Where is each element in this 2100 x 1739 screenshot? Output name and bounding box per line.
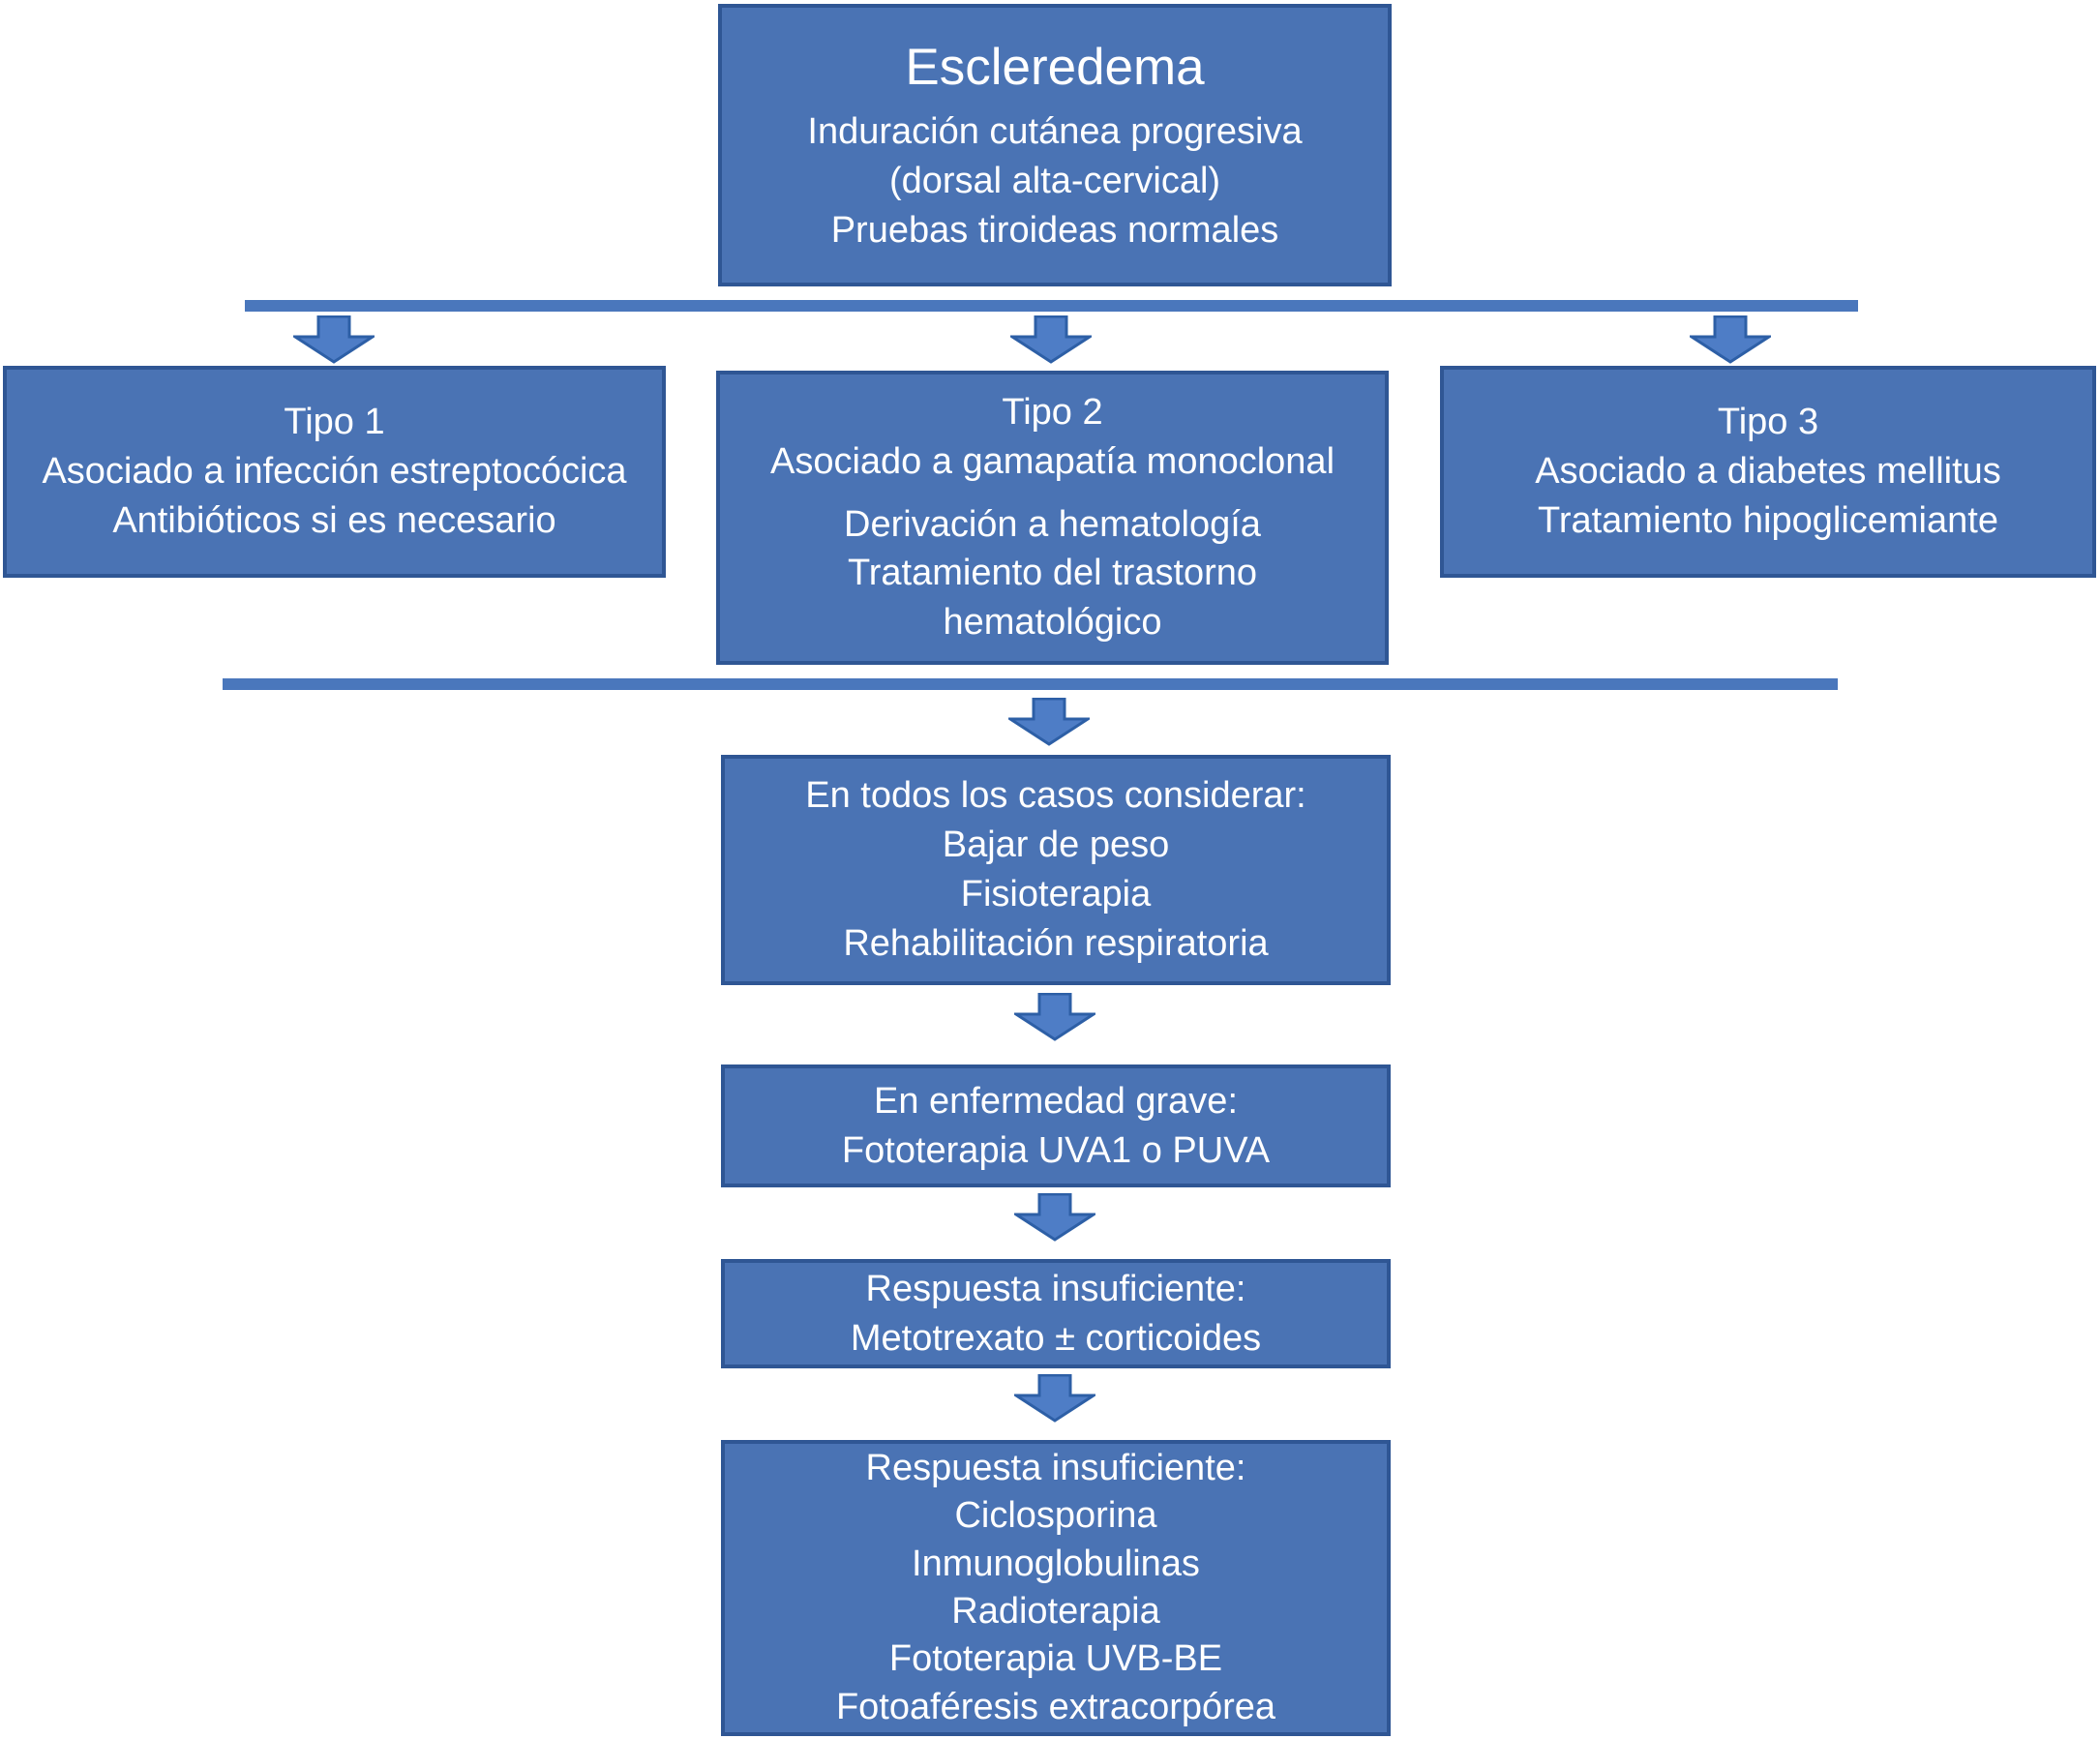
down-arrow-shape <box>1014 1374 1095 1423</box>
node-tipo-1: Tipo 1 Asociado a infección estreptocóci… <box>3 366 666 578</box>
node-escleredema-title: Escleredema <box>905 38 1205 96</box>
box-line: Tratamiento hipoglicemiante <box>1538 499 1998 541</box>
down-arrow-shape <box>1690 315 1771 364</box>
branch-bar-bottom <box>223 678 1838 690</box>
box-line: (dorsal alta-cervical) <box>888 160 1221 201</box>
box-line: Bajar de peso <box>942 825 1170 866</box>
box-line: Ciclosporina <box>954 1495 1157 1537</box>
node-insufficient-response-methotrexate: Respuesta insuficiente: Metotrexato ± co… <box>721 1259 1391 1368</box>
node-severe-disease: En enfermedad grave: Fototerapia UVA1 o … <box>721 1064 1391 1187</box>
down-arrow-svg <box>1010 315 1092 364</box>
box-line: Radioterapia <box>951 1591 1160 1632</box>
branch-bar-top <box>245 300 1858 312</box>
down-arrow-shape <box>293 315 375 364</box>
down-arrow-svg <box>1014 1374 1095 1423</box>
down-arrow-svg <box>1008 698 1090 746</box>
down-arrow-icon <box>1014 1193 1095 1242</box>
node-tipo-3: Tipo 3 Asociado a diabetes mellitus Trat… <box>1440 366 2096 578</box>
box-line: Asociado a infección estreptocócica <box>42 451 627 493</box>
box-line: Fototerapia UVB-BE <box>888 1638 1223 1680</box>
down-arrow-icon <box>1690 315 1771 364</box>
down-arrow-icon <box>293 315 375 364</box>
down-arrow-svg <box>1690 315 1771 364</box>
box-line: Tipo 3 <box>1717 402 1819 443</box>
node-insufficient-response-other: Respuesta insuficiente: Ciclosporina Inm… <box>721 1440 1391 1736</box>
box-line: Tipo 2 <box>1002 391 1103 433</box>
box-line: Pruebas tiroideas normales <box>830 209 1279 251</box>
node-all-cases: En todos los casos considerar: Bajar de … <box>721 755 1391 985</box>
box-line: Respuesta insuficiente: <box>865 1268 1246 1309</box>
box-line: Fisioterapia <box>960 874 1152 914</box>
box-line: Respuesta insuficiente: <box>865 1447 1246 1488</box>
box-line: En enfermedad grave: <box>873 1080 1238 1122</box>
box-line: Fototerapia UVA1 o PUVA <box>841 1129 1271 1171</box>
box-line: Asociado a diabetes mellitus <box>1535 451 2001 493</box>
box-line: Fotoaféresis extracorpórea <box>835 1686 1276 1727</box>
down-arrow-shape <box>1014 1193 1095 1242</box>
box-line: Tratamiento del trastorno <box>847 553 1258 594</box>
down-arrow-icon <box>1008 698 1090 746</box>
box-line: Rehabilitación respiratoria <box>843 922 1269 964</box>
box-line: Asociado a gamapatía monoclonal <box>769 440 1335 482</box>
node-escleredema: Escleredema Induración cutánea progresiv… <box>718 4 1392 286</box>
box-line: Tipo 1 <box>284 402 385 443</box>
down-arrow-shape <box>1010 315 1092 364</box>
box-line: Induración cutánea progresiva <box>807 110 1303 152</box>
down-arrow-icon <box>1014 1374 1095 1423</box>
down-arrow-shape <box>1014 993 1095 1041</box>
down-arrow-svg <box>1014 1193 1095 1242</box>
box-line: En todos los casos considerar: <box>805 775 1306 817</box>
down-arrow-icon <box>1014 993 1095 1041</box>
box-line: Derivación a hematología <box>844 503 1261 545</box>
box-line: Antibióticos si es necesario <box>112 499 556 541</box>
box-line: Metotrexato ± corticoides <box>850 1317 1262 1359</box>
down-arrow-shape <box>1008 698 1090 746</box>
box-line: hematológico <box>943 602 1162 644</box>
down-arrow-svg <box>293 315 375 364</box>
down-arrow-icon <box>1010 315 1092 364</box>
down-arrow-svg <box>1014 993 1095 1041</box>
box-line: Inmunoglobulinas <box>912 1543 1200 1584</box>
node-tipo-2: Tipo 2 Asociado a gamapatía monoclonal D… <box>716 371 1389 665</box>
